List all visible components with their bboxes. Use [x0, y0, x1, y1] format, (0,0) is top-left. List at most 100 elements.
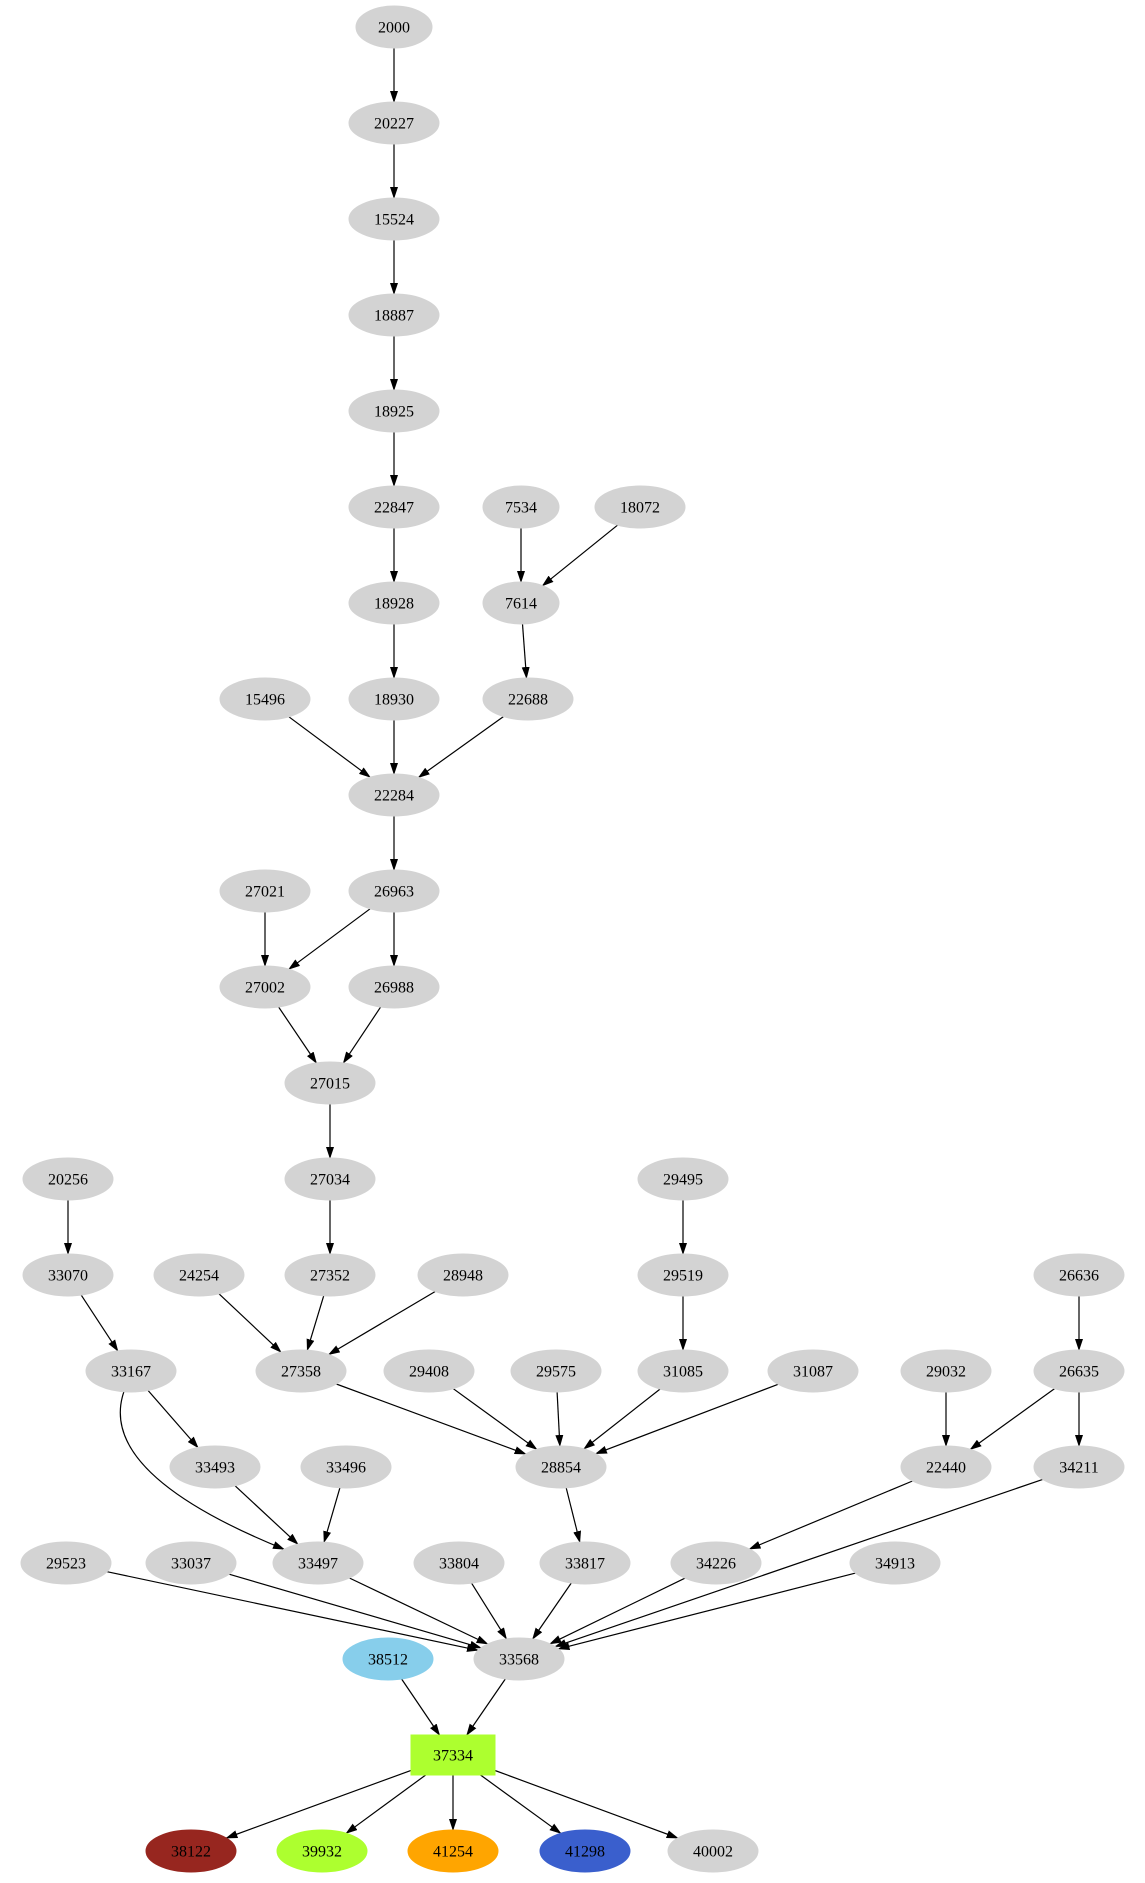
edge-26963-27002 — [288, 908, 371, 970]
node-label: 31085 — [663, 1364, 703, 1381]
node-28854: 28854 — [515, 1445, 607, 1489]
node-18887: 18887 — [348, 293, 440, 337]
node-27015: 27015 — [284, 1061, 376, 1105]
node-shape-ellipse — [348, 677, 440, 721]
node-label: 41254 — [433, 1844, 473, 1861]
node-7614: 7614 — [482, 581, 560, 625]
node-shape-ellipse — [169, 1445, 261, 1489]
node-label: 22440 — [926, 1460, 966, 1477]
node-22440: 22440 — [900, 1445, 992, 1489]
node-shape-ellipse — [539, 1541, 631, 1585]
node-29523: 29523 — [20, 1541, 112, 1585]
edge-33804-33568 — [471, 1582, 507, 1640]
edge-33568-37334 — [466, 1678, 506, 1736]
node-label: 26636 — [1059, 1268, 1099, 1285]
node-label: 29519 — [663, 1268, 703, 1285]
node-shape-ellipse — [482, 581, 560, 625]
node-shape-ellipse — [849, 1541, 941, 1585]
edge-37334-40002 — [494, 1769, 679, 1839]
node-shape-ellipse — [900, 1445, 992, 1489]
node-shape-ellipse — [482, 677, 574, 721]
node-label: 7614 — [505, 596, 537, 613]
node-label: 27352 — [310, 1268, 350, 1285]
node-20256: 20256 — [22, 1157, 114, 1201]
node-label: 26988 — [374, 980, 414, 997]
edges-layer — [64, 48, 1083, 1839]
node-24254: 24254 — [153, 1253, 245, 1297]
node-shape-ellipse — [255, 1349, 347, 1393]
node-shape-ellipse — [413, 1541, 505, 1585]
node-shape-ellipse — [348, 485, 440, 529]
node-label: 38122 — [171, 1844, 211, 1861]
node-label: 33804 — [439, 1556, 479, 1573]
node-shape-box — [410, 1734, 496, 1776]
node-label: 33167 — [111, 1364, 151, 1381]
node-label: 22847 — [374, 500, 414, 517]
node-28948: 28948 — [417, 1253, 509, 1297]
node-shape-ellipse — [276, 1829, 368, 1873]
node-18930: 18930 — [348, 677, 440, 721]
edge-33037-33568 — [228, 1573, 482, 1649]
edge-24254-27358 — [218, 1293, 282, 1353]
node-27358: 27358 — [255, 1349, 347, 1393]
node-shape-ellipse — [22, 1253, 114, 1297]
node-label: 18072 — [620, 500, 660, 517]
node-label: 39932 — [302, 1844, 342, 1861]
node-label: 37334 — [433, 1748, 473, 1765]
node-label: 40002 — [693, 1844, 733, 1861]
node-label: 33493 — [195, 1460, 235, 1477]
edge-33070-33167 — [80, 1294, 119, 1352]
edge-38512-37334 — [401, 1678, 441, 1736]
node-31087: 31087 — [767, 1349, 859, 1393]
node-label: 28854 — [541, 1460, 581, 1477]
node-shape-ellipse — [407, 1829, 499, 1873]
edge-31087-28854 — [594, 1383, 779, 1455]
node-label: 20227 — [374, 116, 414, 133]
edge-37334-38122 — [225, 1769, 412, 1839]
node-shape-ellipse — [637, 1349, 729, 1393]
edge-29408-28854 — [452, 1388, 538, 1450]
edge-33496-33497 — [323, 1487, 341, 1544]
node-label: 34226 — [696, 1556, 736, 1573]
node-shape-ellipse — [417, 1253, 509, 1297]
node-15524: 15524 — [348, 197, 440, 241]
node-label: 33568 — [499, 1652, 539, 1669]
node-label: 15496 — [245, 692, 285, 709]
node-shape-ellipse — [22, 1157, 114, 1201]
node-26636: 26636 — [1033, 1253, 1125, 1297]
node-label: 29575 — [536, 1364, 576, 1381]
node-shape-ellipse — [539, 1829, 631, 1873]
node-34211: 34211 — [1033, 1445, 1125, 1489]
node-shape-ellipse — [667, 1829, 759, 1873]
node-shape-ellipse — [900, 1349, 992, 1393]
node-label: 33070 — [48, 1268, 88, 1285]
node-shape-ellipse — [670, 1541, 762, 1585]
node-label: 41298 — [565, 1844, 605, 1861]
edge-26635-22440 — [969, 1388, 1055, 1450]
node-shape-ellipse — [219, 869, 311, 913]
node-shape-ellipse — [348, 389, 440, 433]
node-label: 33817 — [565, 1556, 605, 1573]
node-26963: 26963 — [348, 869, 440, 913]
node-shape-ellipse — [348, 101, 440, 145]
edge-27358-28854 — [336, 1383, 527, 1455]
node-34913: 34913 — [849, 1541, 941, 1585]
edge-7614-22688 — [521, 623, 530, 679]
node-41298: 41298 — [539, 1829, 631, 1873]
node-label: 29408 — [409, 1364, 449, 1381]
node-shape-ellipse — [348, 965, 440, 1009]
edge-34226-33568 — [549, 1577, 686, 1645]
node-label: 27015 — [310, 1076, 350, 1093]
node-shape-ellipse — [348, 773, 440, 817]
node-7534: 7534 — [482, 485, 560, 529]
edge-31085-28854 — [583, 1388, 661, 1450]
node-27002: 27002 — [219, 965, 311, 1009]
node-shape-ellipse — [284, 1253, 376, 1297]
node-label: 7534 — [505, 500, 537, 517]
edge-26988-27015 — [342, 1006, 382, 1064]
edge-33167-33497 — [119, 1391, 285, 1550]
node-label: 27034 — [310, 1172, 350, 1189]
node-label: 2000 — [378, 20, 410, 37]
node-label: 33496 — [326, 1460, 366, 1477]
